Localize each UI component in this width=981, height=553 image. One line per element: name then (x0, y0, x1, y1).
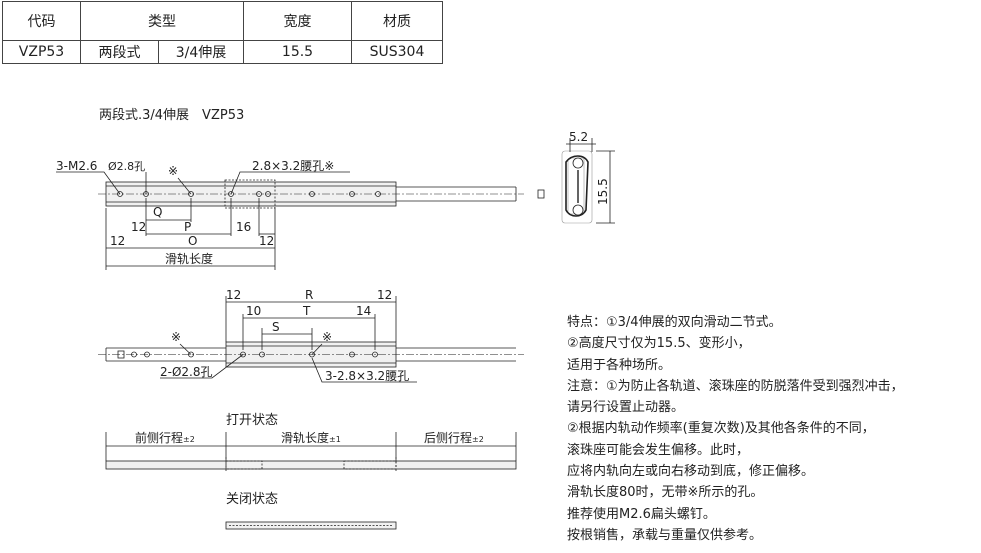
label-mark: ※ (168, 164, 178, 178)
cell-type-a: 两段式 (80, 40, 159, 64)
mid-view-holes (131, 351, 378, 358)
note-line: 滚珠座可能会发生偏移。此时， (567, 442, 750, 458)
open-state-labels: 打开状态 前侧行程±2 滑轨长度±1 后侧行程±2 (135, 413, 484, 445)
mid-dim-s: S (272, 320, 280, 334)
mid-dim-10: 10 (246, 304, 261, 318)
dim-12b: 12 (110, 234, 125, 248)
note-line: 请另行设置止动器。 (567, 400, 685, 416)
closed-state-rail (225, 521, 397, 530)
mid-dim-14: 14 (356, 304, 371, 318)
cell-width: 15.5 (243, 40, 352, 64)
mid-label-hole: 2-Ø2.8孔 (160, 365, 213, 379)
open-rear-stroke: 后侧行程±2 (424, 430, 484, 445)
open-length: 滑轨长度±1 (281, 430, 341, 445)
section-labels: 5.2 15.5 (569, 130, 610, 205)
top-view-labels: 3-M2.6 Ø2.8孔 ※ 2.8×3.2腰孔※ Q P 12 16 12 O… (56, 159, 334, 266)
top-view-holes (117, 189, 545, 199)
dim-o: O (188, 234, 197, 248)
closed-state-title: 关闭状态 (226, 492, 278, 507)
header-code: 代码 (2, 1, 81, 41)
cell-type-b: 3/4伸展 (158, 40, 244, 64)
dim-p: P (184, 220, 191, 234)
note-line: 按根销售，承载与重量仅供参考。 (567, 527, 763, 543)
drawing-subtitle: 两段式.3/4伸展 VZP53 (99, 108, 245, 123)
dim-16: 16 (236, 220, 251, 234)
section-dim-width: 5.2 (569, 130, 588, 144)
section-dim-height: 15.5 (596, 178, 610, 205)
spec-table-header: 代码 类型 宽度 材质 (2, 1, 443, 41)
label-slot: 2.8×3.2腰孔※ (252, 159, 334, 173)
mid-dim-t: T (302, 304, 311, 318)
note-line: 适用于各种场所。 (567, 357, 672, 373)
note-line: 滑轨长度80时，无带※所示的孔。 (567, 485, 764, 501)
mid-view-dimensions (225, 296, 397, 350)
notes-block: 特点：①3/4伸展的双向滑动二节式。 ②高度尺寸仅为15.5、变形小， 适用于各… (567, 312, 904, 546)
note-line: ②高度尺寸仅为15.5、变形小， (567, 336, 751, 352)
note-line: 推荐使用M2.6扁头螺钉。 (567, 506, 716, 522)
mid-view-rail (98, 341, 524, 368)
open-state-rail (105, 432, 517, 473)
top-view-rail (98, 179, 524, 209)
mid-dim-12a: 12 (226, 288, 241, 302)
mid-mark-b: ※ (322, 330, 332, 344)
note-line: 特点：①3/4伸展的双向滑动二节式。 (567, 315, 782, 330)
label-thread: 3-M2.6 (56, 159, 97, 173)
header-material: 材质 (351, 1, 443, 41)
dim-12c: 12 (259, 234, 274, 248)
spec-table-row: VZP53 两段式 3/4伸展 15.5 SUS304 (2, 40, 443, 64)
open-state-title: 打开状态 (226, 413, 278, 428)
note-line: ②根据内轨动作频率(重复次数)及其他各条件的不同， (567, 421, 875, 437)
dim-length: 滑轨长度 (165, 251, 213, 266)
mid-dim-r: R (305, 288, 313, 302)
mid-dim-12b: 12 (377, 288, 392, 302)
mid-mark-a: ※ (171, 330, 181, 344)
note-line: 注意：①为防止各轨道、滚珠座的防脱落件受到强烈冲击， (567, 378, 904, 394)
label-hole: Ø2.8孔 (108, 160, 145, 173)
open-front-stroke: 前侧行程±2 (135, 430, 195, 445)
mid-view-labels: 12 R 12 10 T 14 S ※ ※ 2-Ø2.8孔 3-2.8×3.2腰… (160, 288, 409, 383)
dim-12a: 12 (131, 220, 146, 234)
note-line: 应将内轨向左或向右移动到底，修正偏移。 (567, 464, 815, 480)
top-view-dimensions (105, 198, 276, 270)
cell-material: SUS304 (351, 40, 443, 64)
dim-q: Q (153, 205, 162, 219)
section-view (561, 138, 615, 224)
cell-code: VZP53 (2, 40, 81, 64)
spec-table: 代码 类型 宽度 材质 VZP53 两段式 3/4伸展 15.5 SUS304 (2, 1, 443, 64)
mid-label-slot: 3-2.8×3.2腰孔 (325, 369, 409, 383)
